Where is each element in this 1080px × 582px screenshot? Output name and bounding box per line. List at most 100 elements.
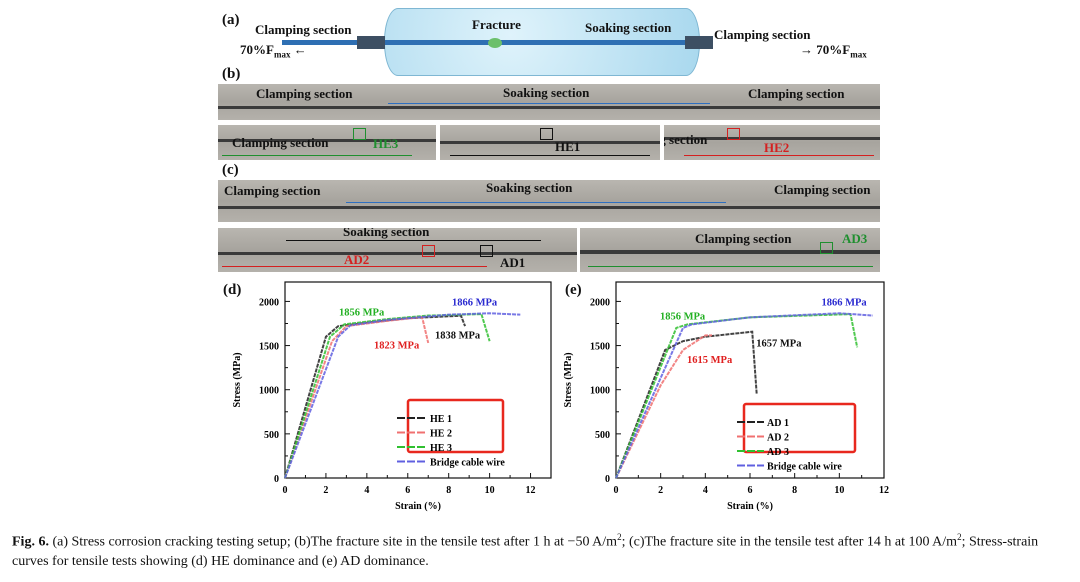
legend-highlight-box <box>406 398 505 454</box>
legend-entry: AD 3 <box>767 447 789 458</box>
y-tick-label: 1000 <box>259 386 279 397</box>
x-tick-label: 4 <box>703 485 708 496</box>
x-tick-label: 6 <box>405 485 410 496</box>
caption-text: ; (c)The fracture site in the tensile te… <box>621 534 958 550</box>
annotation-label: 1615 MPa <box>687 355 733 366</box>
x-tick-label: 2 <box>658 485 663 496</box>
ad2-tag: AD2 <box>344 252 370 267</box>
x-tick-label: 6 <box>748 485 753 496</box>
he2-tag: HE2 <box>764 140 790 155</box>
panel-e-label: (e) <box>565 282 582 298</box>
a-fracture-label: Fracture <box>472 17 521 32</box>
y-tick-label: 0 <box>605 474 610 485</box>
panel-b-label: (b) <box>222 66 241 82</box>
caption-sup: 2 <box>957 532 962 542</box>
ad3-arrow <box>588 266 873 267</box>
right-clamp <box>685 36 713 49</box>
legend-entry: HE 2 <box>430 429 452 440</box>
y-tick-label: 2000 <box>259 297 279 308</box>
force-sub: max <box>850 49 867 60</box>
c-strip-right: Clamping section <box>774 182 871 197</box>
legend-entry: HE 3 <box>430 443 452 454</box>
x-tick-label: 10 <box>834 485 844 496</box>
b-strip-right: Clamping section <box>748 86 845 101</box>
a-right-clamp-label: Clamping section <box>714 27 811 42</box>
ad1-tag: AD1 <box>500 255 526 270</box>
caption-fig-number: Fig. 6. <box>12 534 49 550</box>
b-strip-photo: Clamping section Soaking section Clampin… <box>218 84 880 120</box>
x-tick-label: 8 <box>446 485 451 496</box>
legend-entry: AD 2 <box>767 433 789 444</box>
y-tick-label: 500 <box>264 430 279 441</box>
series-line-ad-1 <box>615 330 758 479</box>
a-force-left: 70%Fmax ← <box>240 42 307 60</box>
x-tick-label: 2 <box>323 485 328 496</box>
he1-marker <box>540 128 553 140</box>
panel-a-label: (a) <box>222 12 240 28</box>
b-strip-left: Clamping section <box>256 86 353 101</box>
series-line-bridge-cable-wire <box>615 312 873 479</box>
fracture-marker <box>488 38 502 48</box>
c-strip-photo: Clamping section Soaking section Clampin… <box>218 180 880 222</box>
he3-tag: HE3 <box>373 136 399 151</box>
annotation-label: 1823 MPa <box>374 340 420 351</box>
soaking-arrow <box>346 202 726 203</box>
c-photo-ad3: Clamping section AD3 <box>580 228 880 272</box>
x-tick-label: 12 <box>526 485 536 496</box>
c-photo-ad1-ad2: Soaking section AD2 AD1 <box>218 228 577 272</box>
y-tick-label: 2000 <box>590 297 610 308</box>
he2-arrow <box>684 155 874 156</box>
ad1-arrow <box>286 240 541 241</box>
ad3-marker <box>820 242 833 254</box>
series-line-he-2 <box>284 315 430 479</box>
annotation-label: 1866 MPa <box>452 297 498 308</box>
ad3-tag: AD3 <box>842 231 868 246</box>
series-line-bridge-cable-wire <box>284 312 521 479</box>
b-strip-middle: Soaking section <box>503 85 590 100</box>
panel-c-label: (c) <box>222 162 239 178</box>
series-line-ad-2 <box>615 334 713 479</box>
annotation-label: 1657 MPa <box>756 338 802 349</box>
b-photo-he3: Clamping section HE3 <box>218 125 436 160</box>
he1-arrow <box>450 155 650 156</box>
he3-marker <box>353 128 366 140</box>
he1-tag: HE1 <box>555 139 581 154</box>
a-left-clamp-label: Clamping section <box>255 22 352 37</box>
series-line-ad-3 <box>615 313 859 479</box>
caption-sup: 2 <box>617 532 622 542</box>
y-tick-label: 500 <box>595 430 610 441</box>
ad2-marker <box>422 245 435 257</box>
force-left-text: 70%F <box>240 42 274 57</box>
soaking-arrow <box>388 103 710 104</box>
he2-marker <box>727 128 740 140</box>
plot-frame <box>284 281 552 479</box>
annotation-label: 1866 MPa <box>821 297 867 308</box>
x-tick-label: 8 <box>792 485 797 496</box>
y-tick-label: 0 <box>274 474 279 485</box>
c-strip-left: Clamping section <box>224 183 321 198</box>
annotation-label: 1856 MPa <box>660 311 706 322</box>
ad2-arrow <box>222 266 487 267</box>
c-photo-text: Soaking section <box>343 228 430 239</box>
b-photo-text: Soaking section <box>664 132 708 147</box>
annotation-label: 1856 MPa <box>339 307 385 318</box>
figure-caption: Fig. 6. (a) Stress corrosion cracking te… <box>12 528 1072 571</box>
b-photo-he1: HE1 <box>440 125 660 160</box>
a-force-right: → 70%Fmax <box>800 42 867 60</box>
force-sub: max <box>273 49 291 60</box>
x-tick-label: 0 <box>614 485 619 496</box>
left-clamp <box>357 36 385 49</box>
legend-highlight-box <box>742 402 857 454</box>
x-axis-label: Strain (%) <box>727 501 773 512</box>
annotation-label: 1838 MPa <box>435 330 481 341</box>
c-photo-text: Clamping section <box>695 231 792 246</box>
caption-text: (a) Stress corrosion cracking testing se… <box>48 534 618 550</box>
x-axis-label: Strain (%) <box>395 501 441 512</box>
b-photo-he2: Soaking section HE2 <box>664 125 880 160</box>
force-right-text: 70%F <box>816 42 851 57</box>
x-tick-label: 10 <box>485 485 495 496</box>
x-tick-label: 12 <box>879 485 889 496</box>
legend-entry: Bridge cable wire <box>430 458 505 469</box>
y-tick-label: 1500 <box>259 342 279 353</box>
